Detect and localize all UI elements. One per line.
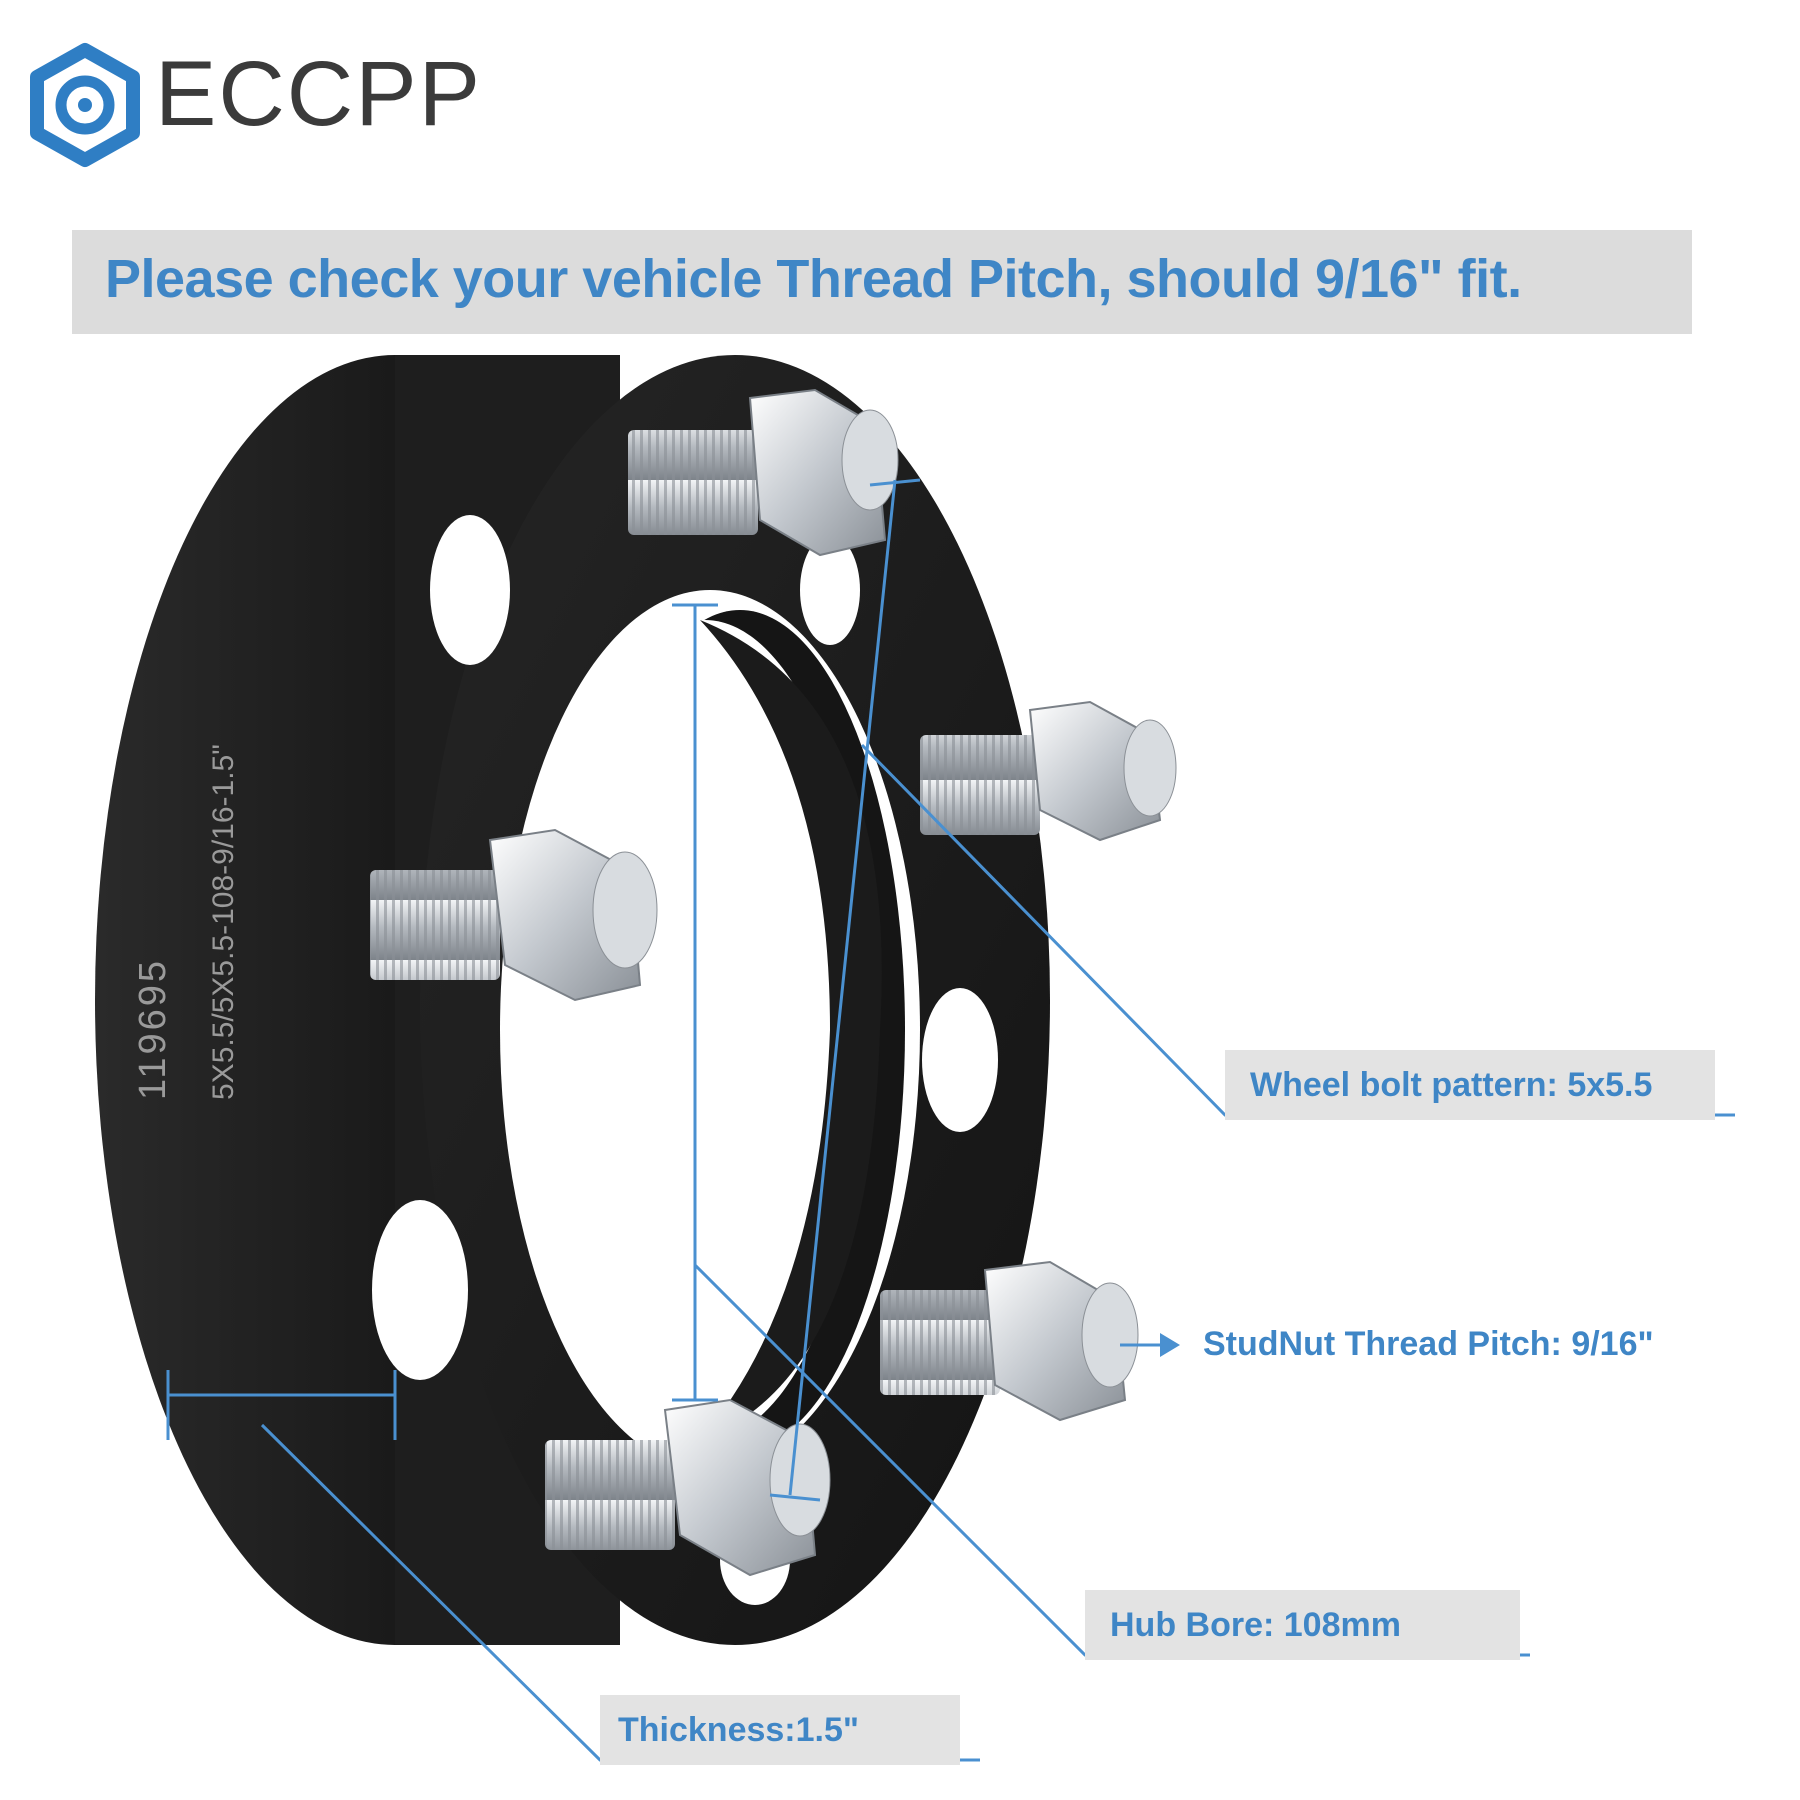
hub-bore-label: Hub Bore: 108mm [1110,1606,1401,1644]
engraving-spec: 5X5.5/5X5.5-108-9/16-1.5" [207,744,240,1100]
bolt-pattern-label-box [1225,1050,1715,1120]
bolt-hole [430,515,510,665]
thickness-label-box [600,1695,960,1765]
thread-pitch-label: StudNut Thread Pitch: 9/16" [1203,1325,1654,1363]
engraving: 119695 5X5.5/5X5.5-108-9/16-1.5" [132,744,240,1100]
brand-logo-text: ECCPP [155,43,482,145]
headline-banner [72,230,1692,334]
headline: Please check your vehicle Thread Pitch, … [105,249,1522,309]
hub-bore-label-box [1085,1590,1520,1660]
stud-nut-right [920,700,1177,842]
engraving-number: 119695 [132,958,174,1100]
stud-nut-bottom [545,1398,831,1577]
thickness-label: Thickness:1.5" [618,1711,860,1749]
stud-nut-top [628,388,899,557]
bolt-hole [922,988,998,1132]
bolt-pattern-label: Wheel bolt pattern: 5x5.5 [1250,1066,1653,1104]
bolt-hole [372,1200,468,1380]
arrow-right-icon [1160,1333,1180,1357]
stud-nut-left [370,828,658,1002]
stud-nut-lower-right [880,1260,1139,1422]
hexagon-bolt-logo-icon [30,43,140,167]
spacer-body [95,355,1050,1645]
